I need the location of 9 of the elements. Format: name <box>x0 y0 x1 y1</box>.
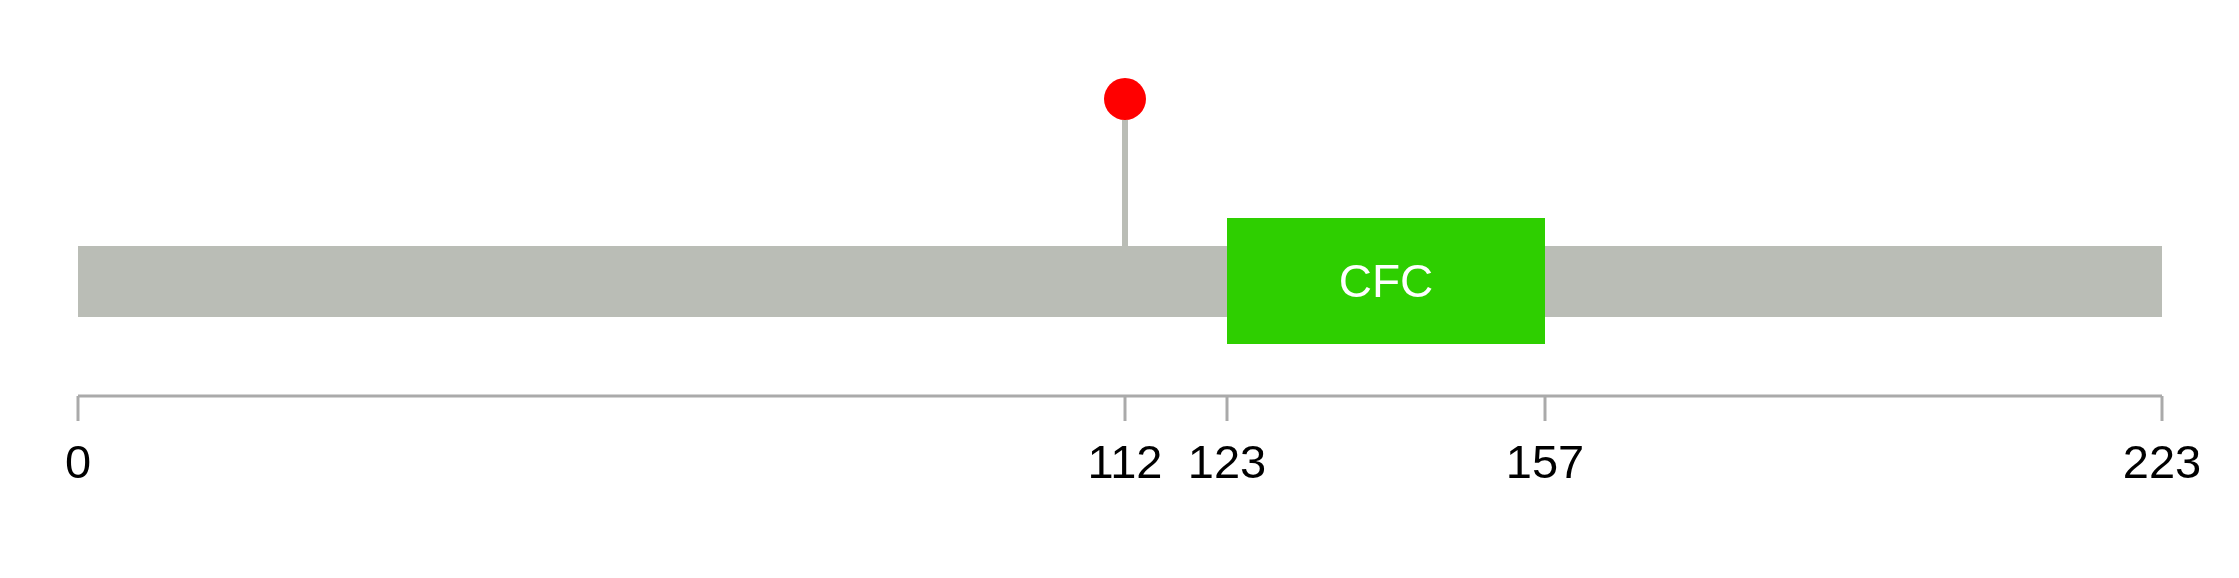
position-label: 157 <box>1505 438 1585 485</box>
position-label: 112 <box>1087 438 1163 485</box>
mutation-dot <box>1104 78 1146 120</box>
lollipop-stem <box>1122 120 1128 246</box>
position-label: 123 <box>1187 438 1267 485</box>
position-label: 223 <box>2122 438 2202 485</box>
domain-label: CFC <box>1338 254 1434 308</box>
position-label: 0 <box>64 438 92 485</box>
domain-box <box>1227 218 1545 344</box>
